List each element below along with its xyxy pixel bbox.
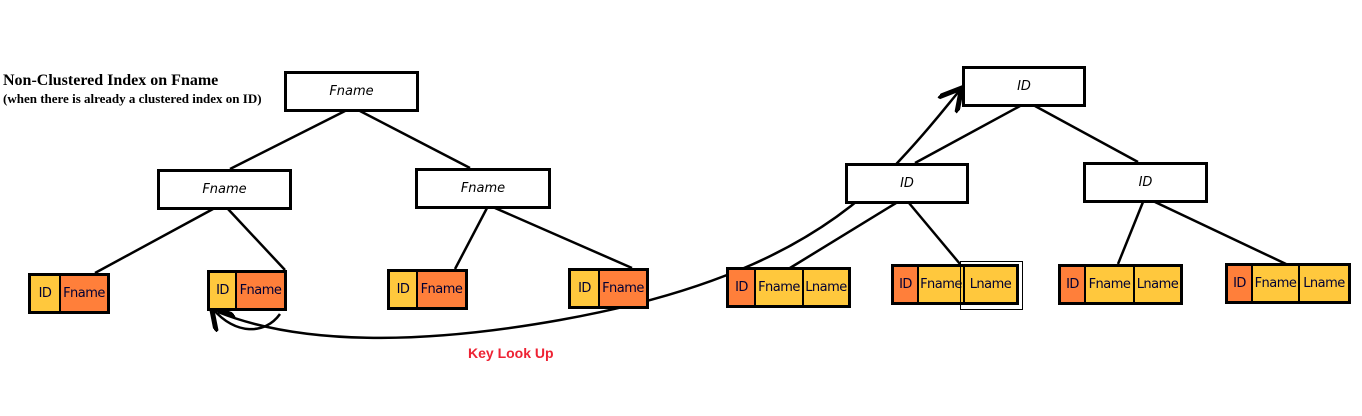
title-subheading: (when there is already a clustered index…	[3, 91, 262, 106]
leaf-fname: Fname	[1251, 266, 1298, 301]
nc-branch-node: Fname	[415, 168, 551, 209]
leaf-id: ID	[1228, 266, 1251, 301]
leaf-id: ID	[1061, 267, 1084, 302]
title-heading: Non-Clustered Index on Fname	[3, 72, 219, 89]
edge	[229, 109, 346, 171]
leaf-id: ID	[31, 276, 59, 311]
edge	[914, 104, 1021, 165]
c-branch-node: ID	[1083, 162, 1208, 203]
nc-branch-node: Fname	[157, 169, 292, 210]
edge	[1154, 200, 1287, 266]
nc-root-node: Fname	[284, 71, 419, 112]
leaf-lname: Lname	[1298, 266, 1348, 301]
c-leaf: ID Fname Lname	[726, 267, 851, 308]
leaf-key: Fname	[59, 276, 107, 311]
edge	[1116, 201, 1145, 265]
selection-highlight	[960, 261, 1023, 310]
edge	[789, 201, 897, 270]
edge	[908, 202, 961, 265]
nc-leaf: ID Fname	[387, 269, 468, 310]
leaf-id: ID	[894, 267, 917, 302]
leaf-id: ID	[729, 270, 754, 305]
leaf-fname: Fname	[1084, 267, 1133, 302]
c-leaf: ID Fname Lname	[1058, 264, 1183, 305]
key-lookup-label: Key Look Up	[468, 345, 554, 361]
leaf-id: ID	[390, 272, 416, 307]
edge	[494, 206, 633, 270]
leaf-key: Fname	[416, 272, 465, 307]
leaf-key: Fname	[235, 273, 284, 308]
nc-leaf: ID Fname	[28, 273, 110, 314]
c-root-node: ID	[962, 66, 1086, 107]
diagram-title: Non-Clustered Index on Fname (when there…	[3, 72, 268, 107]
c-leaf: ID Fname Lname	[891, 264, 1019, 305]
leaf-fname: Fname	[754, 270, 802, 305]
leaf-lname: Lname	[1133, 267, 1180, 302]
leaf-fname: Fname	[917, 267, 963, 302]
key-lookup-arrow	[217, 90, 960, 340]
return-arrow	[213, 309, 282, 329]
leaf-id: ID	[210, 273, 235, 308]
leaf-lname: Lname	[802, 270, 848, 305]
edge	[359, 109, 471, 170]
leaf-id: ID	[571, 271, 598, 306]
edge	[1034, 104, 1139, 164]
edge	[227, 208, 286, 271]
c-leaf: ID Fname Lname	[1225, 263, 1351, 304]
leaf-lname: Lname	[963, 267, 1016, 302]
nc-leaf: ID Fname	[207, 270, 287, 311]
edge	[453, 207, 489, 270]
c-branch-node: ID	[845, 163, 969, 204]
nc-leaf: ID Fname	[568, 268, 649, 309]
leaf-key: Fname	[598, 271, 646, 306]
edge	[94, 207, 214, 275]
